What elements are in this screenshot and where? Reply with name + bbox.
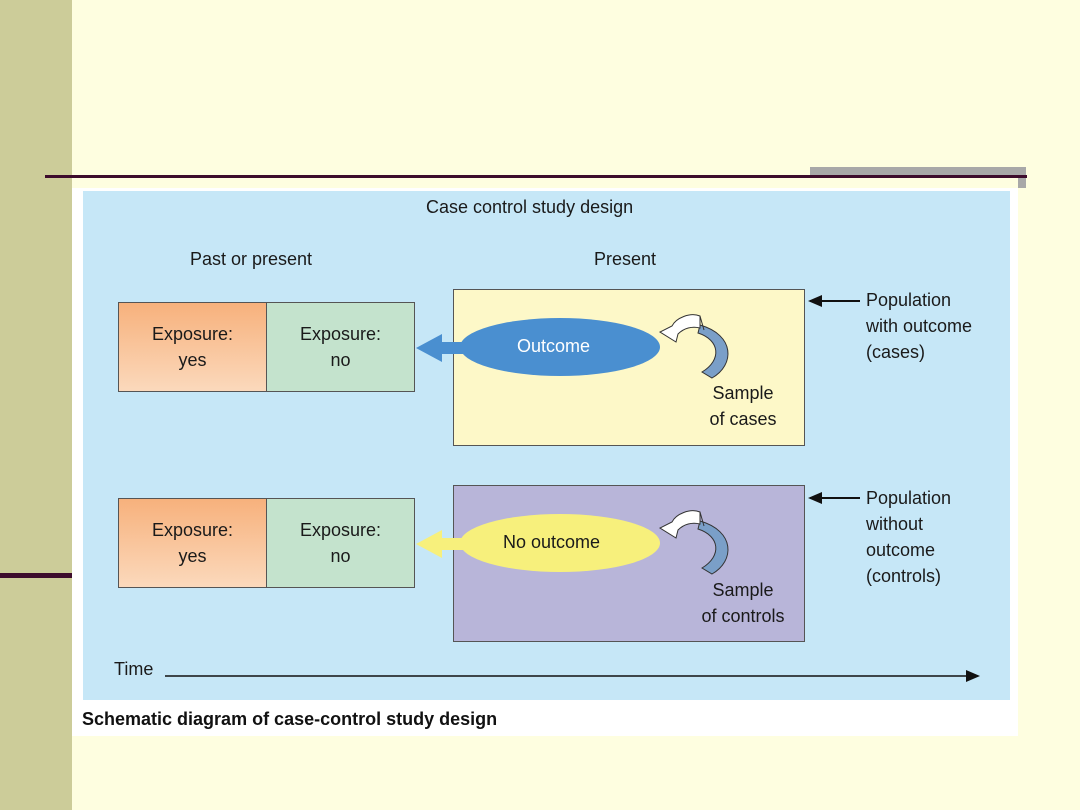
exposure-no-line2: no	[330, 546, 351, 566]
exposure-yes-line2: yes	[178, 350, 207, 370]
left-accent-bar	[0, 0, 72, 810]
header-past-or-present: Past or present	[190, 249, 313, 269]
left-divider-line	[0, 573, 72, 578]
exposure-yes-line1: Exposure:	[151, 520, 234, 540]
title-divider-line	[45, 175, 1027, 178]
exposure-yes-line2: yes	[178, 546, 207, 566]
controls-exposure-no: Exposure: no	[267, 499, 414, 587]
no-outcome-label: No outcome	[503, 532, 601, 552]
exposure-yes-line1: Exposure:	[151, 324, 234, 344]
header-present: Present	[594, 249, 657, 269]
exposure-no-line2: no	[330, 350, 351, 370]
cases-exposure-yes: Exposure: yes	[119, 303, 267, 391]
outcome-label: Outcome	[517, 336, 591, 356]
controls-sample-curved-arrow	[658, 510, 729, 575]
cases-exposure-box: Exposure: yes Exposure: no	[118, 302, 415, 392]
grey-accent-tail	[1018, 176, 1026, 188]
outcome-ellipse	[460, 318, 660, 376]
exposure-no-line1: Exposure:	[299, 324, 382, 344]
no-outcome-ellipse	[460, 514, 660, 572]
controls-exposure-box: Exposure: yes Exposure: no	[118, 498, 415, 588]
figure-caption: Schematic diagram of case-control study …	[82, 709, 498, 729]
controls-exposure-yes: Exposure: yes	[119, 499, 267, 587]
time-label: Time	[114, 659, 154, 679]
exposure-no-line1: Exposure:	[299, 520, 382, 540]
cases-sample-curved-arrow	[658, 314, 729, 379]
diagram-title: Case control study design	[426, 197, 634, 217]
cases-exposure-no: Exposure: no	[267, 303, 414, 391]
grey-accent-band	[810, 167, 1026, 176]
